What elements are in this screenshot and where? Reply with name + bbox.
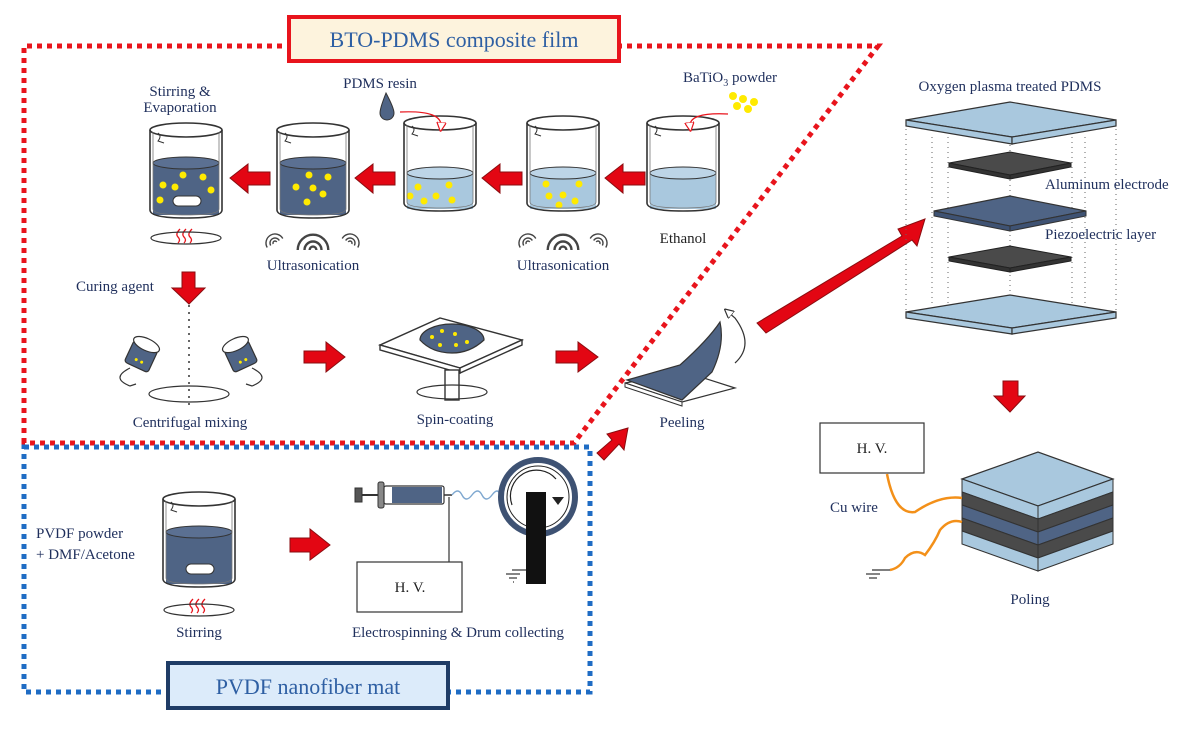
bto-section-title: BTO-PDMS composite film [330,27,579,52]
drum-collector-icon [498,457,578,584]
batio3-powder-icon [729,92,758,113]
arrow-left-3 [481,162,523,195]
peeling-icon [624,312,746,407]
ethanol-beaker [646,115,720,212]
ultrasonication-label-2: Ultrasonication [517,258,610,274]
ground-symbol-spin [506,569,526,583]
arrow-left-4 [604,162,646,195]
pdms-resin-beaker [403,115,477,212]
stirring-rotation-icon-pvdf [163,603,235,617]
poling-label: Poling [1010,592,1050,608]
bottom-pdms-layer [905,294,1117,335]
top-pdms-layer [905,101,1117,145]
arrow-right-2 [555,341,599,373]
ultrasonic-waves-icon-2 [515,230,611,252]
pvdf-powder-label-2: + DMF/Acetone [36,547,135,563]
arrow-to-layer-stack [756,218,926,334]
hv-source-spin: H. V. [356,561,463,613]
pvdf-powder-label-1: PVDF powder [36,526,123,542]
cu-wire-label: Cu wire [830,500,878,516]
ground-symbol-poling [866,569,890,579]
flow-arrows-row1 [229,162,646,195]
ultrasonication-beaker-1 [276,122,350,219]
ultrasonic-waves-icon-1 [262,230,363,252]
heating-icon-pvdf [189,598,206,614]
oxygen-plasma-label: Oxygen plasma treated PDMS [919,79,1102,95]
arrow-left-2 [354,162,396,195]
spin-coater-icon [377,317,525,401]
arrow-right-1 [303,340,346,374]
stirring-evaporation-label-1: Stirring & [149,84,211,100]
bottom-electrode-layer [948,245,1072,273]
pvdf-section-title: PVDF nanofiber mat [216,674,401,699]
centrifugal-mixer-icon [119,305,263,410]
bto-section-title-box: BTO-PDMS composite film [287,15,621,63]
hv-source-poling: H. V. [819,422,925,474]
centrifugal-mixing-label: Centrifugal mixing [133,415,248,431]
curing-agent-label: Curing agent [76,279,155,295]
pvdf-section-border [21,444,593,695]
pvdf-section-title-box: PVDF nanofiber mat [166,661,450,710]
piezoelectric-layer-label: Piezoelectric layer [1045,227,1156,243]
stirring-evaporation-beaker [149,122,223,219]
syringe-icon [354,481,452,509]
ethanol-label: Ethanol [660,231,707,247]
peeling-label: Peeling [660,415,705,431]
electrospinning-label: Electrospinning & Drum collecting [352,625,565,641]
arrow-down-poling [992,380,1027,413]
top-electrode-layer [948,151,1072,180]
exploded-layer-stack [905,101,1117,335]
stirring-rotation-icon [150,231,222,245]
cu-wire-bottom [889,519,963,572]
ultrasonication-label-1: Ultrasonication [267,258,360,274]
arrow-down-curing [170,271,207,305]
hv-spin-label: H. V. [395,580,426,596]
pdms-resin-drop-icon [379,91,395,121]
pdms-resin-label: PDMS resin [343,76,417,92]
pvdf-stirring-beaker [162,491,236,588]
hv-poling-label: H. V. [857,441,888,457]
spin-coating-label: Spin-coating [417,412,494,428]
batio3-addition-arrow [690,113,729,127]
stirring-label: Stirring [176,625,222,641]
heating-icon [176,228,193,244]
bto-section-border [21,43,884,446]
stirring-evaporation-label-2: Evaporation [143,100,217,116]
ultrasonication-beaker-2 [526,115,600,212]
pdms-addition-arrow [399,111,441,127]
poled-device-block [960,451,1115,572]
flow-arrows-row2 [303,340,599,374]
batio3-powder-label: BaTiO3 powder [683,70,777,89]
arrow-left-1 [229,162,271,195]
arrow-right-pvdf [289,527,331,561]
arrow-pvdf-to-peeling [596,427,629,461]
aluminum-electrode-label: Aluminum electrode [1045,177,1169,193]
piezoelectric-layer [933,195,1087,232]
fiber-jet-icon [451,490,501,500]
cu-wire-top [885,473,963,514]
